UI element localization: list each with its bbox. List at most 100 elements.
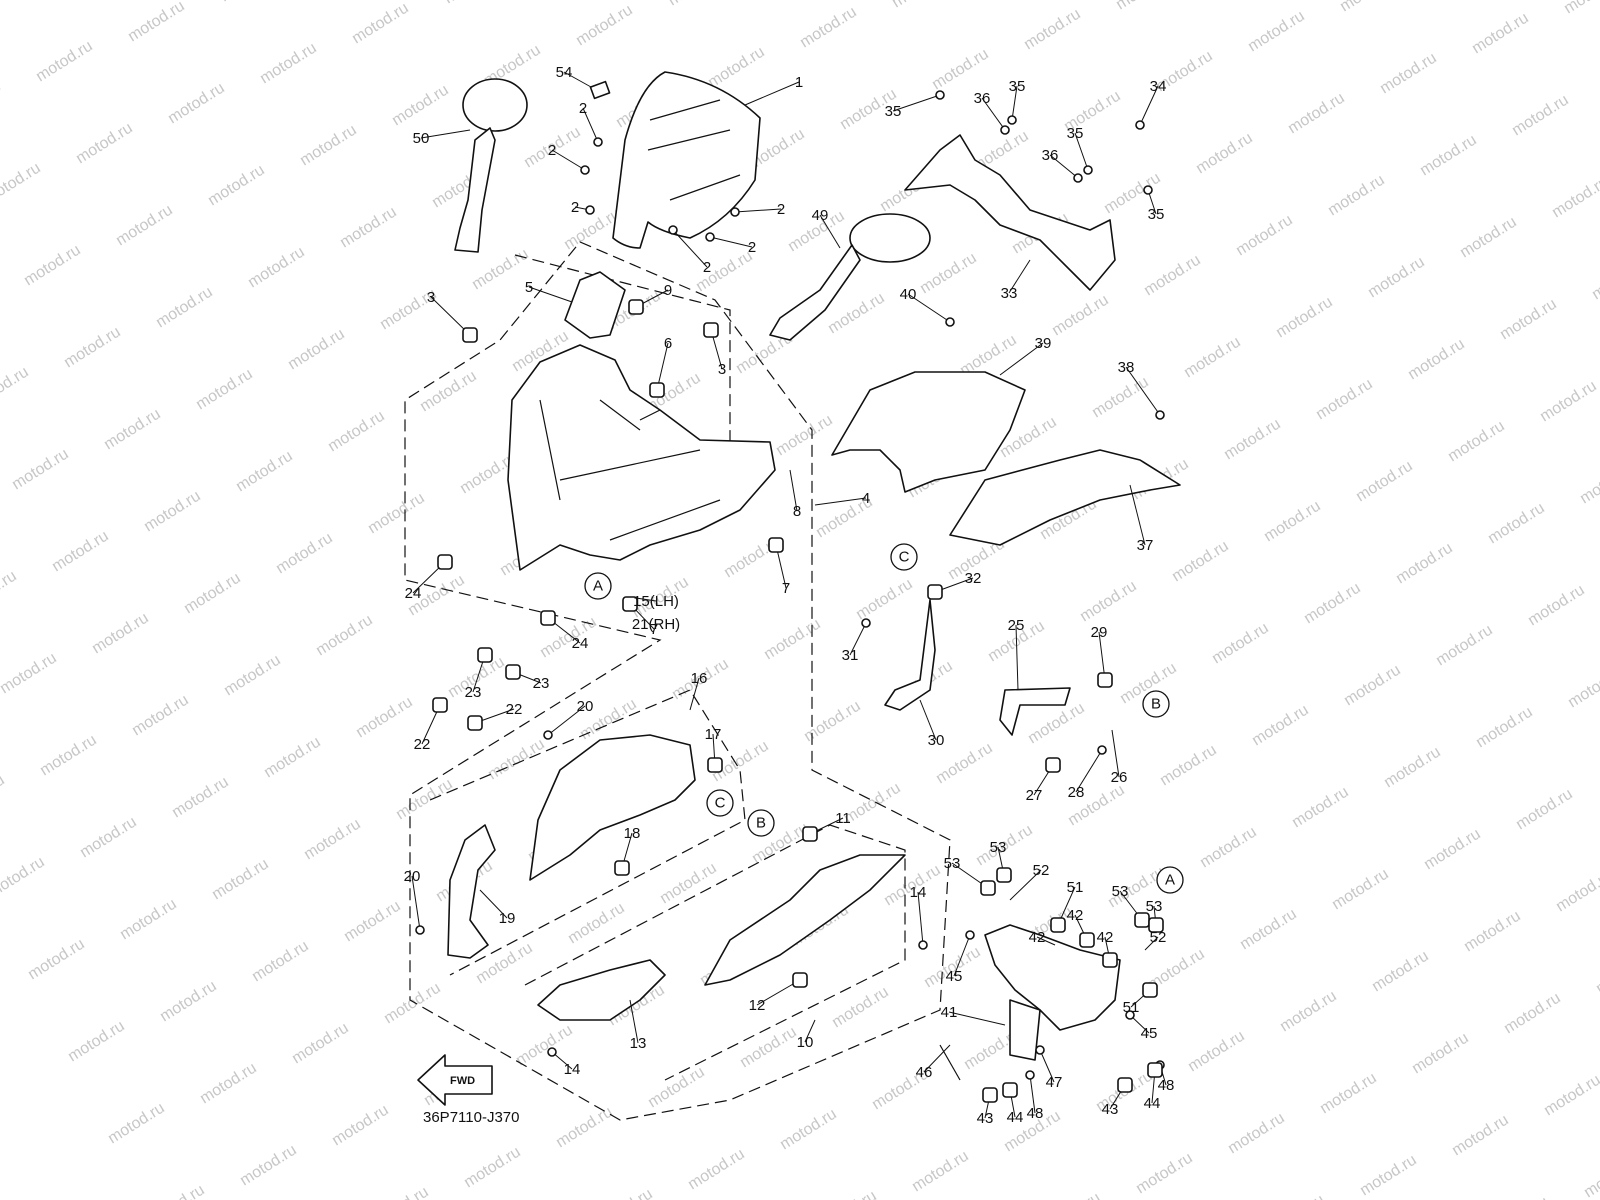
callout-letter: A xyxy=(593,578,603,595)
part-side-cover-10 xyxy=(704,854,906,986)
watermark-text: motod.ru xyxy=(889,0,952,11)
grommet xyxy=(614,860,630,876)
part-label: 2 xyxy=(777,201,785,218)
leader-line xyxy=(948,1011,1006,1026)
watermark-text: motod.ru xyxy=(381,980,444,1028)
leader-line xyxy=(1029,1074,1036,1114)
part-label: 44 xyxy=(1007,1109,1024,1126)
watermark-text: motod.ru xyxy=(289,1020,352,1068)
watermark-text: motod.ru xyxy=(301,816,364,864)
leader-line xyxy=(819,214,841,249)
watermark-text: motod.ru xyxy=(1025,700,1088,748)
leader-line xyxy=(981,97,1006,131)
part-label: 30 xyxy=(928,732,945,749)
watermark-text: motod.ru xyxy=(1265,1192,1328,1200)
watermark-text: motod.ru xyxy=(1553,868,1600,916)
leader-line xyxy=(582,107,599,143)
watermark-text: motod.ru xyxy=(1409,1030,1472,1078)
grommet xyxy=(1102,952,1118,968)
watermark-text: motod.ru xyxy=(1565,664,1600,712)
grommet xyxy=(649,382,665,398)
watermark-text: motod.ru xyxy=(389,82,452,130)
leader-line xyxy=(1098,631,1106,681)
watermark-text: motod.ru xyxy=(1193,130,1256,178)
watermark-text: motod.ru xyxy=(145,1182,208,1200)
watermark-text: motod.ru xyxy=(193,366,256,414)
leader-line xyxy=(923,1044,951,1073)
bolt xyxy=(543,730,553,740)
watermark-text: motod.ru xyxy=(1489,1194,1552,1200)
bolt xyxy=(935,90,945,100)
leader-line xyxy=(672,229,708,268)
watermark-text: motod.ru xyxy=(797,4,860,52)
watermark-text: motod.ru xyxy=(1041,1190,1104,1200)
watermark-text: motod.ru xyxy=(1261,498,1324,546)
watermark-text: motod.ru xyxy=(1377,50,1440,98)
leader-line xyxy=(1036,936,1056,946)
part-label: 15(LH) xyxy=(633,593,679,610)
watermark-text: motod.ru xyxy=(1245,8,1308,56)
part-label: 41 xyxy=(941,1004,958,1021)
diagram-code: 36P7110-J370 xyxy=(423,1109,519,1126)
part-label: 35 xyxy=(1009,78,1026,95)
grommet xyxy=(622,596,638,612)
watermark-text: motod.ru xyxy=(209,856,272,904)
leader-line xyxy=(907,293,951,323)
leader-line xyxy=(919,699,937,741)
watermark-text: motod.ru xyxy=(1577,460,1600,508)
watermark-text: motod.ru xyxy=(469,246,532,294)
watermark-text: motod.ru xyxy=(0,568,20,616)
watermark-text: motod.ru xyxy=(737,1024,800,1072)
part-label: 53 xyxy=(1112,883,1129,900)
part-label: 35 xyxy=(885,103,902,120)
leader-line xyxy=(1129,484,1146,546)
watermark-text: motod.ru xyxy=(205,162,268,210)
watermark-text: motod.ru xyxy=(1169,538,1232,586)
part-label: 8 xyxy=(793,503,801,520)
grommet xyxy=(1045,757,1061,773)
grommet xyxy=(703,322,719,338)
watermark-text: motod.ru xyxy=(657,860,720,908)
part-label: 53 xyxy=(990,839,1007,856)
part-label: 38 xyxy=(1118,359,1135,376)
watermark-text: motod.ru xyxy=(125,0,188,45)
grommet xyxy=(1142,982,1158,998)
spring xyxy=(939,1044,961,1081)
part-label: 18 xyxy=(624,825,641,842)
leader-line xyxy=(1125,366,1161,416)
watermark-text: motod.ru xyxy=(1473,704,1536,752)
part-label: 35 xyxy=(1148,206,1165,223)
part-label: 23 xyxy=(465,684,482,701)
watermark-text: motod.ru xyxy=(1341,662,1404,710)
callout-circle xyxy=(1142,690,1170,718)
part-inner-panel-5 xyxy=(564,271,626,339)
watermark-text: motod.ru xyxy=(113,202,176,250)
watermark-text: motod.ru xyxy=(129,692,192,740)
grommet xyxy=(1134,912,1150,928)
part-label: 44 xyxy=(1144,1095,1161,1112)
watermark-text: motod.ru xyxy=(853,576,916,624)
watermark-text: motod.ru xyxy=(33,38,96,86)
part-label: 20 xyxy=(577,698,594,715)
grommet xyxy=(982,1087,998,1103)
leader-line xyxy=(1049,154,1079,179)
watermark-text: motod.ru xyxy=(777,1106,840,1154)
part-label: 36 xyxy=(974,90,991,107)
leader-line xyxy=(1011,85,1018,121)
part-label: 14 xyxy=(910,884,927,901)
watermark-text: motod.ru xyxy=(773,412,836,460)
part-label: 40 xyxy=(900,286,917,303)
watermark-text: motod.ru xyxy=(61,324,124,372)
watermark-text: motod.ru xyxy=(1141,252,1204,300)
bolt xyxy=(585,205,595,215)
leader-line xyxy=(917,891,924,946)
watermark-text: motod.ru xyxy=(353,694,416,742)
watermark-text: motod.ru xyxy=(645,1064,708,1112)
leader-line xyxy=(420,129,471,139)
leader-line xyxy=(892,94,941,112)
grommet xyxy=(792,972,808,988)
part-label: 25 xyxy=(1008,617,1025,634)
grommet xyxy=(540,610,556,626)
watermark-text: motod.ru xyxy=(1449,1112,1512,1160)
